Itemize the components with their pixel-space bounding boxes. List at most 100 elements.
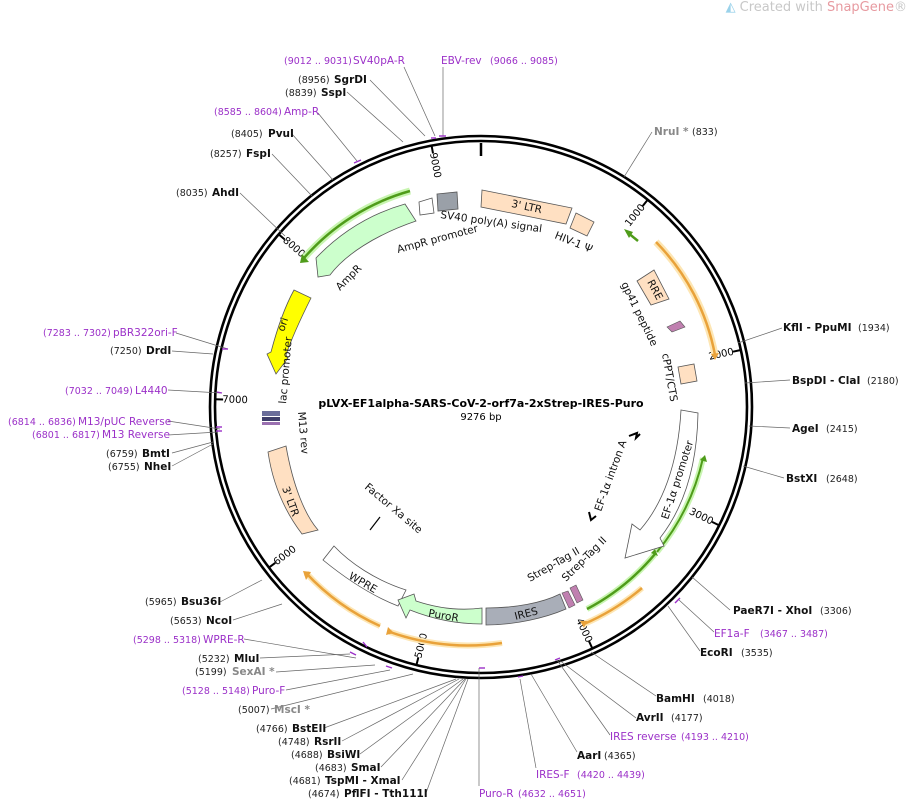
tick-mark-6000 (268, 561, 276, 569)
tspmi-pos: (4681) (289, 776, 321, 787)
backbone-outer-ring (208, 134, 754, 680)
rre-orf-arrow (655, 241, 717, 356)
m13puc-name: M13/pUC Reverse (78, 416, 171, 428)
tick-label-5000: 5000 (413, 632, 430, 659)
rsrii-pos: (4748) (278, 737, 310, 748)
bamhi-name: BamHI (656, 693, 695, 705)
sv40-block (436, 191, 459, 212)
tick-mark-5000 (415, 657, 420, 666)
tick-label-1000: 1000 (623, 202, 648, 229)
m13-primer-block (262, 411, 280, 416)
puror-block (397, 593, 483, 625)
sspi-name: SspI (321, 87, 346, 99)
bsu36i-pos: (5965) (145, 597, 177, 608)
tick-label-6000: 6000 (272, 544, 299, 568)
aari-name: AarI (577, 750, 601, 762)
factorxa-marker (369, 516, 381, 531)
ori-label: ori (275, 316, 291, 333)
drdi-pos: (7250) (110, 346, 142, 357)
aari-pos: (4365) (604, 751, 636, 762)
puro-f-pos: (5128 .. 5148) (182, 686, 250, 697)
drdi-name: DrdI (146, 345, 171, 357)
avrii-name: AvrII (636, 712, 664, 724)
m13-rev-label: M13 rev (295, 411, 311, 454)
ecori-pos: (3535) (741, 648, 773, 659)
ncoi-pos: (5653) (170, 616, 202, 627)
amp-r-name: Amp-R (284, 106, 319, 118)
ef1a-orf-arrowhead (700, 455, 707, 462)
pflfi-name: PflFI - Tth111I (344, 788, 428, 800)
l4440-name: L4440 (135, 385, 168, 397)
ecori-name: EcoRI (700, 647, 733, 659)
bstxi-pos: (2648) (826, 474, 858, 485)
gp41-block (666, 320, 686, 333)
bspdi-name: BspDI - ClaI (792, 375, 860, 387)
ampr-orf-arrow (303, 189, 411, 259)
rre-block (636, 269, 670, 306)
ltr3-top-block (480, 189, 573, 225)
agei-name: AgeI (792, 423, 819, 435)
backbone-inner-ring (213, 139, 749, 675)
ef1a-f-name: EF1a-F (714, 628, 750, 640)
ires-f-name: IRES-F (536, 769, 570, 781)
msci-pos: (5007) (238, 705, 270, 716)
sgrdi-pos: (8956) (298, 75, 330, 86)
rsrii-name: RsrII (314, 736, 341, 748)
rre-orf-arrowhead (711, 353, 719, 360)
puro-f-name: Puro-F (252, 685, 285, 697)
ires-rev-name: IRES reverse (610, 731, 677, 743)
ampr-orf-arrowhead (300, 254, 309, 263)
ires-orf-arrowhead (580, 621, 587, 628)
tick-mark-9000 (430, 145, 435, 154)
paer7i-name: PaeR7I - XhoI (733, 605, 812, 617)
bsiwi-pos: (4688) (291, 750, 323, 761)
tick-mark-8000 (278, 233, 286, 241)
tick-mark-1000 (641, 199, 649, 207)
bsu36i-name: Bsu36I (181, 596, 221, 608)
ebv-rev-pos: (9066 .. 9085) (490, 56, 558, 67)
tick-mark-3000 (711, 520, 720, 527)
wpre-r-name: WPRE-R (203, 634, 245, 646)
hiv-psi-block (569, 212, 595, 237)
sv40pa-r-name: SV40pA-R (353, 55, 405, 67)
m13puc-pos: (6814 .. 6836) (8, 417, 76, 428)
ltr3-left-block (267, 445, 319, 535)
agei-pos: (2415) (826, 424, 858, 435)
sv40pa-r-pos: (9012 .. 9031) (284, 56, 352, 67)
nrui-pos: (833) (692, 127, 718, 138)
small-orf-top-right-head (624, 229, 633, 238)
ef1a-f-pos: (3467 .. 3487) (760, 629, 828, 640)
plasmid-name: pLVX-EF1alpha-SARS-CoV-2-orf7a-2xStrep-I… (318, 397, 644, 410)
lac-op-block (262, 422, 280, 425)
leader-lines (167, 66, 791, 794)
bsteii-name: BstEII (292, 723, 326, 735)
bsteii-pos: (4766) (256, 724, 288, 735)
tspmi-name: TspMI - XmaI (325, 775, 401, 787)
sexai-name: SexAI * (232, 666, 275, 678)
tick-label-7000: 7000 (222, 394, 248, 406)
bspdi-pos: (2180) (867, 376, 899, 387)
sgrdi-name: SgrDI (334, 74, 367, 86)
tick-mark-2000 (732, 348, 742, 353)
ori-block (266, 289, 312, 375)
pbr322-name: pBR322ori-F (113, 327, 178, 339)
pvui-name: PvuI (268, 128, 294, 140)
ncoi-name: NcoI (206, 615, 232, 627)
bamhi-pos: (4018) (703, 694, 735, 705)
smai-pos: (4683) (315, 763, 347, 774)
mlui-pos: (5232) (198, 654, 230, 665)
fspi-name: FspI (246, 148, 271, 160)
ires-label: IRES (513, 605, 539, 622)
wpre-orf-arrow (305, 572, 381, 628)
ampr-promoter-label: AmpR promoter (396, 223, 480, 256)
paer7i-pos: (3306) (820, 606, 852, 617)
msci-name: MscI * (274, 704, 310, 716)
nrui-name: NruI * (654, 126, 689, 138)
tick-label-9000: 9000 (427, 152, 443, 179)
amp-r-pos: (8585 .. 8604) (214, 107, 282, 118)
nhei-name: NheI (144, 461, 171, 473)
pvui-pos: (8405) (231, 129, 263, 140)
sspi-pos: (8839) (285, 88, 317, 99)
ahdi-name: AhdI (212, 187, 239, 199)
ef1a-intron-label: EF-1α intron A (593, 438, 630, 513)
